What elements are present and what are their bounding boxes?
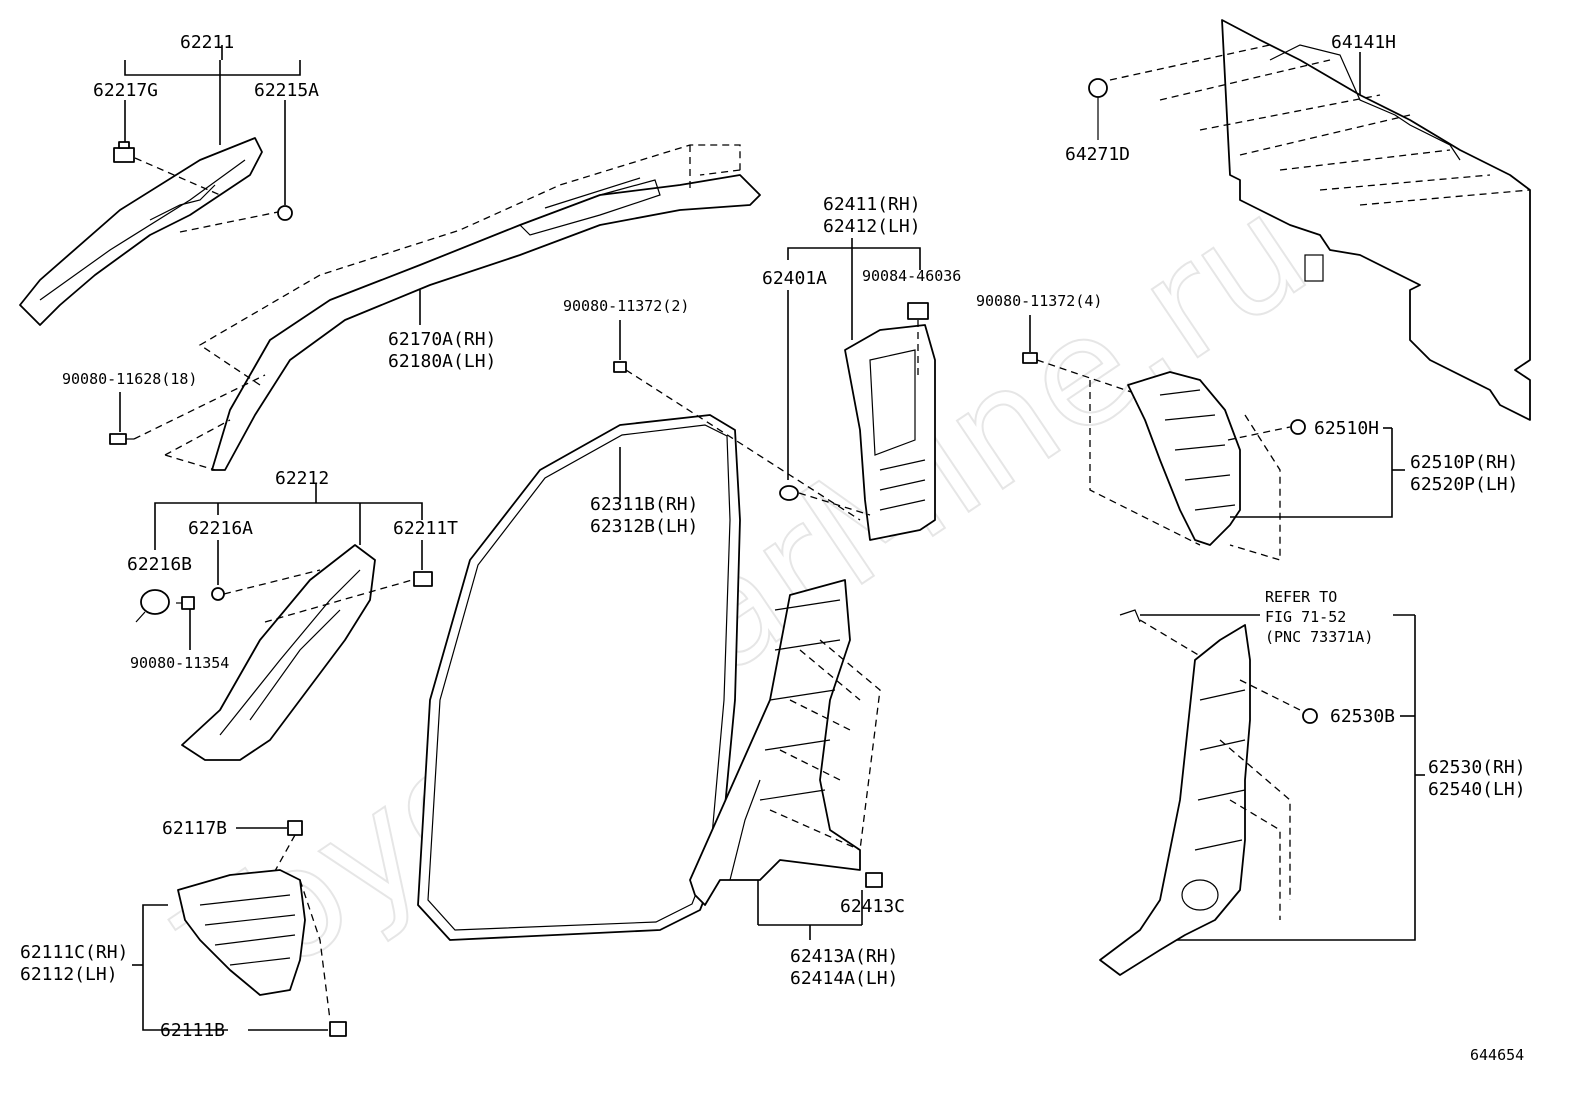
- deck-floor-panel: [1221, 19, 1531, 421]
- figure-id: 644654: [1470, 1046, 1524, 1064]
- clip-62217g-icon: [113, 141, 135, 163]
- label-90080-11372-2: 90080-11372(2): [563, 297, 689, 315]
- label-62413a: 62413A(RH): [790, 946, 898, 967]
- a-pillar-upper-garnish: [19, 137, 263, 326]
- door-opening-weatherstrip: [417, 414, 741, 941]
- nut-62216a-icon: [211, 587, 225, 601]
- label-90080-11372-4: 90080-11372(4): [976, 292, 1102, 310]
- leader-62211-bracket: [124, 60, 301, 76]
- label-62117b: 62117B: [162, 818, 227, 839]
- roof-side-garnish: [211, 174, 761, 471]
- label-62412: 62412(LH): [823, 216, 921, 237]
- label-62216b: 62216B: [127, 554, 192, 575]
- label-62211: 62211: [180, 32, 234, 53]
- label-90080-11628: 90080-11628(18): [62, 370, 197, 388]
- clip-62510h-icon: [1290, 419, 1306, 435]
- clip-62211t-icon: [413, 571, 433, 587]
- label-62510h: 62510H: [1314, 418, 1379, 439]
- clip-62530b-icon: [1302, 708, 1318, 724]
- label-refer-fig[interactable]: FIG 71-52: [1265, 608, 1346, 626]
- quarter-trim-lower: [1099, 624, 1251, 976]
- quarter-trim-upper: [1127, 371, 1241, 546]
- label-62211t: 62211T: [393, 518, 458, 539]
- nut-62215a-icon: [277, 205, 293, 221]
- label-62112: 62112(LH): [20, 964, 118, 985]
- label-62540: 62540(LH): [1428, 779, 1526, 800]
- screw-90080-11628-icon: [109, 433, 134, 445]
- clip-62401a-icon: [779, 485, 799, 501]
- center-pillar-lower-garnish: [689, 579, 861, 906]
- label-62212: 62212: [275, 468, 329, 489]
- label-62520p: 62520P(LH): [1410, 474, 1518, 495]
- screw-90080-11372-2-icon: [613, 361, 627, 373]
- label-64141h: 64141H: [1331, 32, 1396, 53]
- center-pillar-upper-garnish: [844, 324, 936, 541]
- label-62170a: 62170A(RH): [388, 329, 496, 350]
- clip-90084-46036-icon: [907, 302, 929, 320]
- label-62111b: 62111B: [160, 1020, 225, 1041]
- label-62414a: 62414A(LH): [790, 968, 898, 989]
- label-62312b: 62312B(LH): [590, 516, 698, 537]
- label-62411: 62411(RH): [823, 194, 921, 215]
- label-62311b: 62311B(RH): [590, 494, 698, 515]
- label-62216a: 62216A: [188, 518, 253, 539]
- label-62111c: 62111C(RH): [20, 942, 128, 963]
- cowl-side-trim: [177, 869, 306, 996]
- label-62401a: 62401A: [762, 268, 827, 289]
- label-90084-46036: 90084-46036: [862, 267, 961, 285]
- label-62217g: 62217G: [93, 80, 158, 101]
- label-64271d: 64271D: [1065, 144, 1130, 165]
- label-62530b: 62530B: [1330, 706, 1395, 727]
- screw-90080-11372-4-icon: [1022, 352, 1038, 364]
- clip-62413c-icon: [865, 872, 883, 888]
- label-62180a: 62180A(LH): [388, 351, 496, 372]
- label-refer-pnc[interactable]: (PNC 73371A): [1265, 628, 1373, 646]
- a-pillar-lower-garnish: [181, 544, 376, 761]
- label-90080-11354: 90080-11354: [130, 654, 229, 672]
- clip-64271d-icon: [1088, 78, 1108, 140]
- label-62530: 62530(RH): [1428, 757, 1526, 778]
- label-62215a: 62215A: [254, 80, 319, 101]
- label-62413c: 62413C: [840, 896, 905, 917]
- label-refer-to[interactable]: REFER TO: [1265, 588, 1337, 606]
- clip-62117b-icon: [287, 820, 303, 836]
- label-62510p: 62510P(RH): [1410, 452, 1518, 473]
- clip-62111b-icon: [329, 1021, 347, 1037]
- clip-90080-11354-icon: [176, 596, 195, 610]
- hook-73371a-icon: [1119, 609, 1141, 623]
- cap-62216b-icon: [140, 589, 170, 615]
